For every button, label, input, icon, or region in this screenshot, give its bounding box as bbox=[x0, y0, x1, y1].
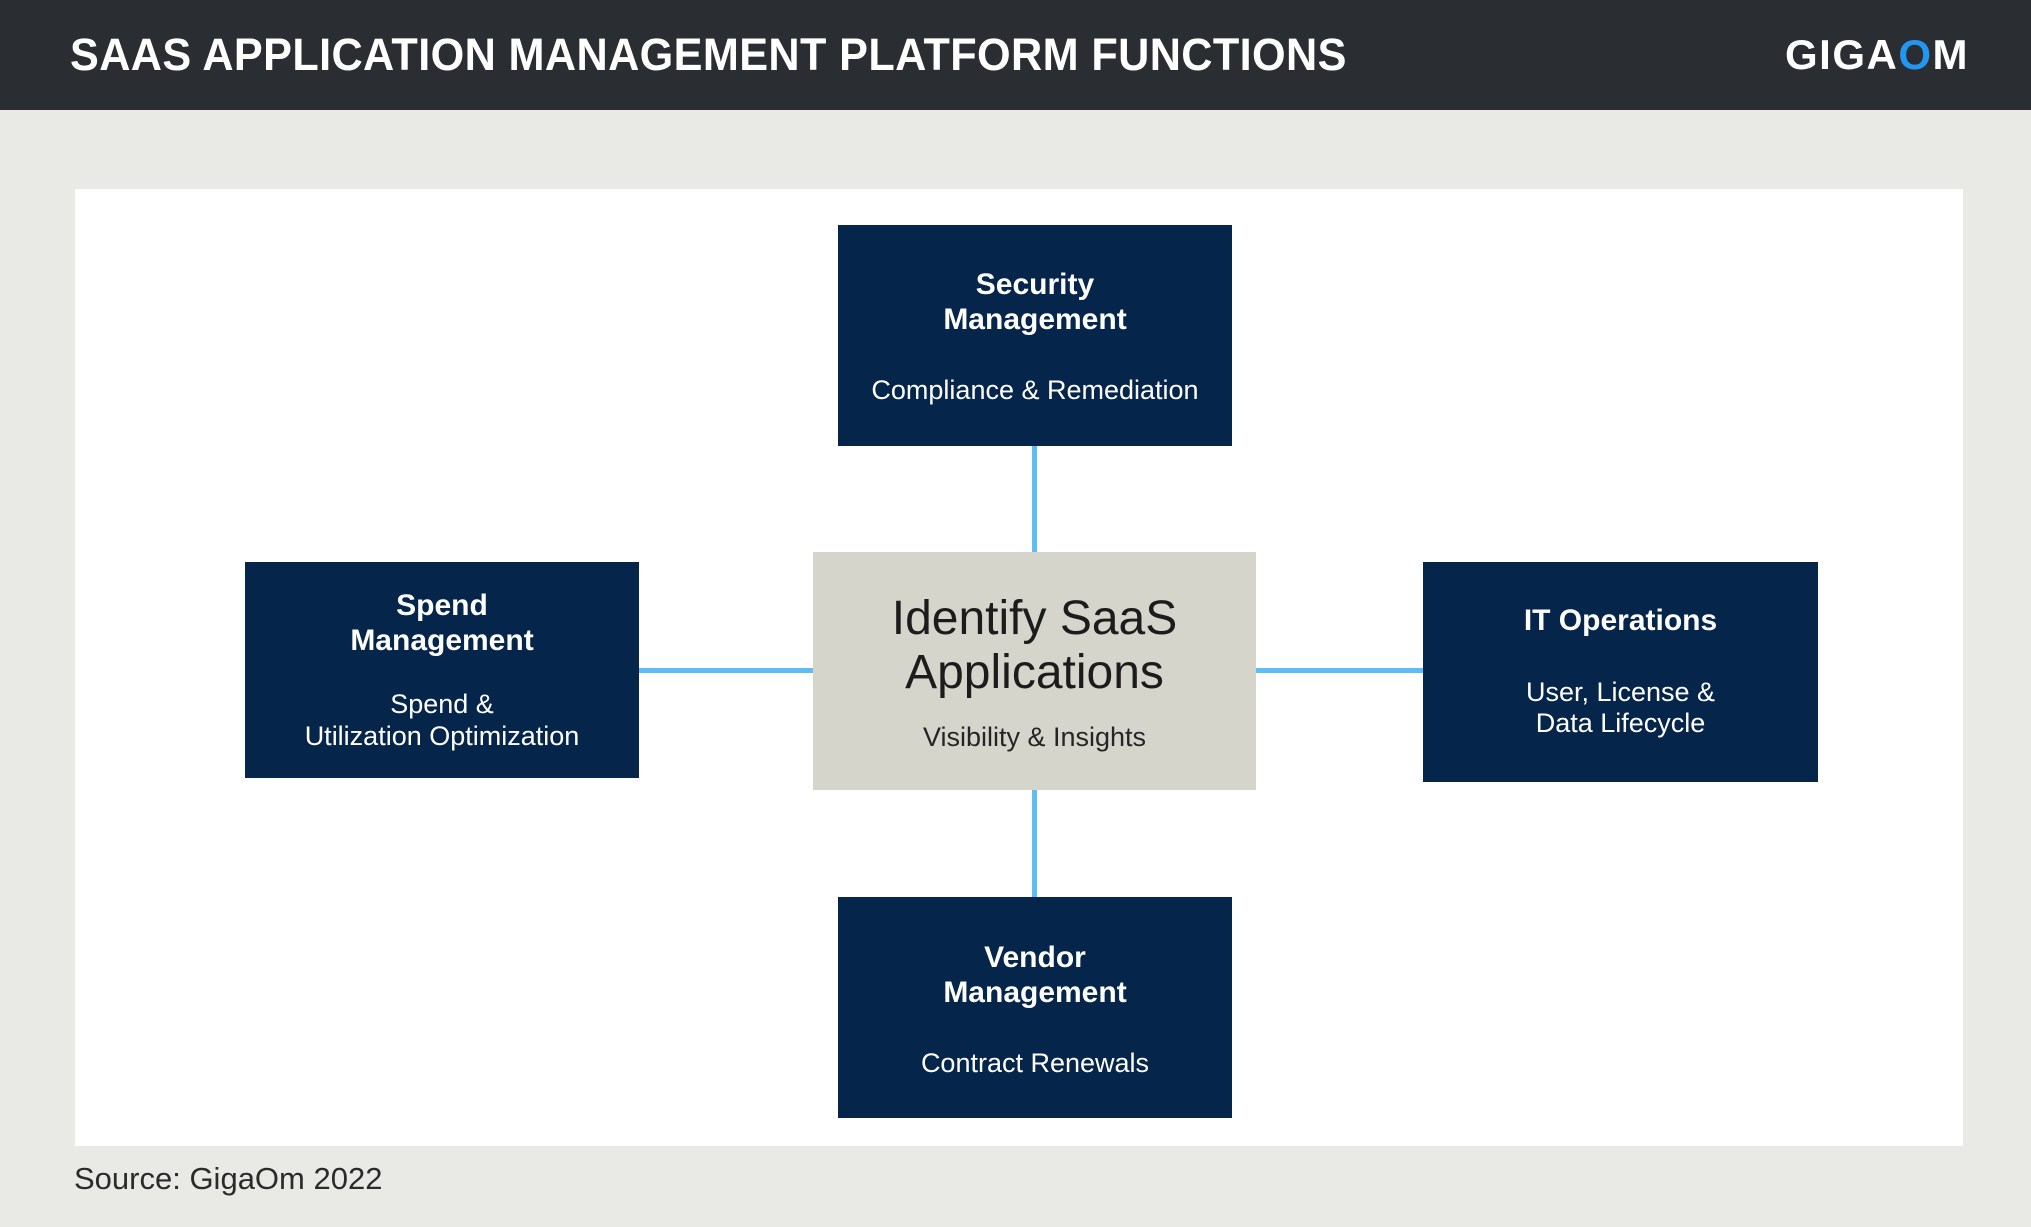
node-it-operations-title: IT Operations bbox=[1523, 603, 1718, 637]
node-spend-management[interactable]: Spend Management Spend & Utilization Opt… bbox=[245, 562, 639, 778]
node-it-operations[interactable]: IT Operations User, License & Data Lifec… bbox=[1423, 562, 1818, 782]
node-vendor-management[interactable]: Vendor Management Contract Renewals bbox=[838, 897, 1232, 1118]
node-center-title: Identify SaaS Applications bbox=[891, 591, 1178, 700]
logo-text-giga: GIGA bbox=[1784, 31, 1899, 78]
node-security-management[interactable]: Security Management Compliance & Remedia… bbox=[838, 225, 1232, 446]
node-security-management-subtitle: Compliance & Remediation bbox=[871, 375, 1199, 406]
node-security-management-title: Security Management bbox=[943, 267, 1127, 336]
connector-center-to-spend bbox=[639, 668, 814, 673]
node-spend-management-title: Spend Management bbox=[350, 589, 534, 658]
connector-center-to-it-operations bbox=[1256, 668, 1431, 673]
node-vendor-management-subtitle: Contract Renewals bbox=[920, 1048, 1150, 1079]
source-caption: Source: GigaOm 2022 bbox=[74, 1161, 383, 1196]
node-it-operations-subtitle: User, License & Data Lifecycle bbox=[1525, 676, 1716, 739]
page-title: SAAS APPLICATION MANAGEMENT PLATFORM FUN… bbox=[70, 29, 1347, 80]
logo-o-accent: O bbox=[1898, 31, 1933, 78]
node-center-subtitle: Visibility & Insights bbox=[922, 722, 1147, 753]
connector-center-to-vendor bbox=[1032, 790, 1037, 897]
header-bar: SAAS APPLICATION MANAGEMENT PLATFORM FUN… bbox=[0, 0, 2031, 110]
node-vendor-management-title: Vendor Management bbox=[943, 940, 1127, 1009]
logo-text-m: M bbox=[1932, 31, 1969, 78]
connector-center-to-security bbox=[1032, 446, 1037, 553]
node-identify-saas-applications[interactable]: Identify SaaS Applications Visibility & … bbox=[813, 552, 1256, 790]
node-spend-management-subtitle: Spend & Utilization Optimization bbox=[304, 688, 580, 751]
